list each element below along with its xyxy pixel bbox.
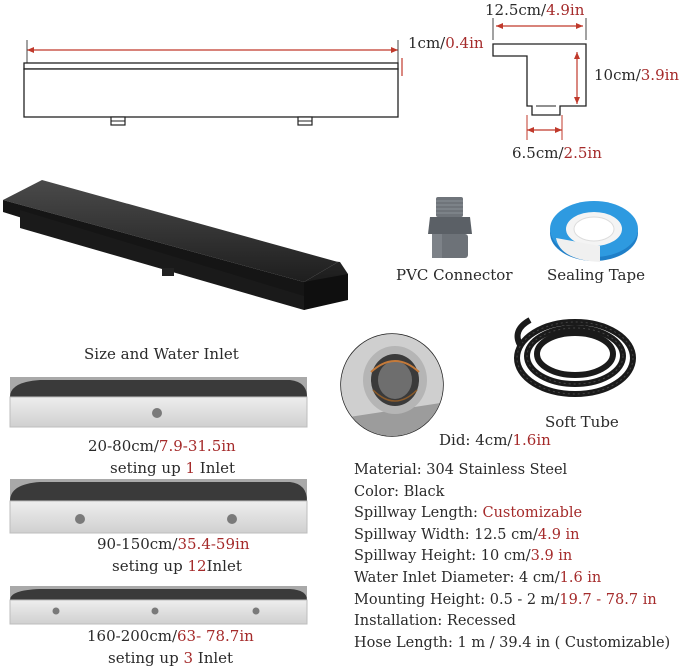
inlet-depth-label: 6.5cm/2.5in (512, 144, 602, 162)
variant-2-inlets: seting up 12Inlet (112, 557, 242, 575)
soft-tube-label: Soft Tube (545, 413, 619, 431)
height-label: 10cm/3.9in (594, 66, 679, 84)
variant-1-inlet-suffix: Inlet (195, 459, 236, 477)
spec-height-value: 3.9 in (530, 548, 573, 565)
spec-height-label: Spillway Height: 10 cm/ (354, 548, 531, 565)
spec-inlet-diameter: Water Inlet Diameter: 4 cm/1.6 in (354, 568, 670, 590)
spec-mounting-height-value: 19.7 - 78.7 in (559, 591, 657, 608)
spec-material: Material: 304 Stainless Steel (354, 460, 670, 482)
pvc-connector-label: PVC Connector (396, 266, 513, 284)
variant-3-inlet-suffix: Inlet (193, 649, 234, 667)
spec-mounting-height-label: Mounting Height: 0.5 - 2 m/ (354, 591, 560, 608)
spec-installation: Installation: Recessed (354, 611, 670, 633)
spec-width-value: 4.9 in (537, 526, 580, 543)
variant-3-inlet-prefix: seting up (108, 649, 184, 667)
width-imperial: 4.9in (546, 1, 585, 19)
inlet-depth-imperial: 2.5in (563, 144, 602, 162)
spec-width: Spillway Width: 12.5 cm/4.9 in (354, 525, 670, 547)
spec-inlet-diameter-label: Water Inlet Diameter: 4 cm/ (354, 569, 560, 586)
sealing-tape-label: Sealing Tape (547, 266, 645, 284)
spec-color: Color: Black (354, 482, 670, 504)
spec-hose-length: Hose Length: 1 m / 39.4 in ( Customizabl… (354, 633, 670, 655)
thickness-metric: 1cm/ (408, 34, 446, 52)
specifications-list: Material: 304 Stainless Steel Color: Bla… (354, 460, 670, 654)
spec-length-label: Spillway Length: (354, 505, 483, 522)
spec-width-label: Spillway Width: 12.5 cm/ (354, 526, 538, 543)
variant-1-size: 20-80cm/7.9-31.5in (88, 437, 236, 455)
spec-height: Spillway Height: 10 cm/3.9 in (354, 546, 670, 568)
spec-mounting-height: Mounting Height: 0.5 - 2 m/19.7 - 78.7 i… (354, 590, 670, 612)
inlet-diameter-imperial: 1.6in (512, 431, 551, 449)
spec-material-text: Material: 304 Stainless Steel (354, 462, 568, 478)
inlet-diameter-metric: Did: 4cm/ (439, 431, 513, 449)
width-label: 12.5cm/4.9in (485, 1, 584, 19)
variant-1-inlet-count: 1 (185, 459, 196, 477)
variant-3-size-imperial: 63- 78.7in (177, 627, 254, 645)
inlet-depth-metric: 6.5cm/ (512, 144, 564, 162)
variant-2-size-metric: 90-150cm/ (97, 535, 178, 553)
variant-2-inlet-prefix: seting up (112, 557, 188, 575)
thickness-imperial: 0.4in (445, 34, 484, 52)
variant-1-size-imperial: 7.9-31.5in (158, 437, 236, 455)
variant-1-inlet-prefix: seting up (110, 459, 186, 477)
variant-3-size: 160-200cm/63- 78.7in (87, 627, 254, 645)
variant-1-inlets: seting up 1 Inlet (110, 459, 235, 477)
inlet-section-title: Size and Water Inlet (84, 345, 239, 363)
variant-2-size-imperial: 35.4-59in (177, 535, 250, 553)
width-metric: 12.5cm/ (485, 1, 547, 19)
variant-3-inlet-count: 3 (183, 649, 194, 667)
variant-3-inlets: seting up 3 Inlet (108, 649, 233, 667)
spec-color-text: Color: Black (354, 483, 445, 500)
spec-length-value: Customizable (482, 505, 583, 522)
height-metric: 10cm/ (594, 66, 641, 84)
height-imperial: 3.9in (640, 66, 679, 84)
spec-hose-length-text: Hose Length: 1 m / 39.4 in ( Customizabl… (354, 634, 671, 651)
inlet-diameter-label: Did: 4cm/1.6in (439, 431, 551, 449)
spec-installation-text: Installation: Recessed (354, 613, 516, 630)
length-thickness-label: 1cm/0.4in (408, 34, 484, 52)
spec-length: Spillway Length: Customizable (354, 503, 670, 525)
variant-1-size-metric: 20-80cm/ (88, 437, 159, 455)
variant-2-size: 90-150cm/35.4-59in (97, 535, 249, 553)
variant-2-inlet-suffix: Inlet (206, 557, 242, 575)
spec-inlet-diameter-value: 1.6 in (559, 569, 602, 586)
variant-3-size-metric: 160-200cm/ (87, 627, 178, 645)
variant-2-inlet-count: 12 (187, 557, 207, 575)
